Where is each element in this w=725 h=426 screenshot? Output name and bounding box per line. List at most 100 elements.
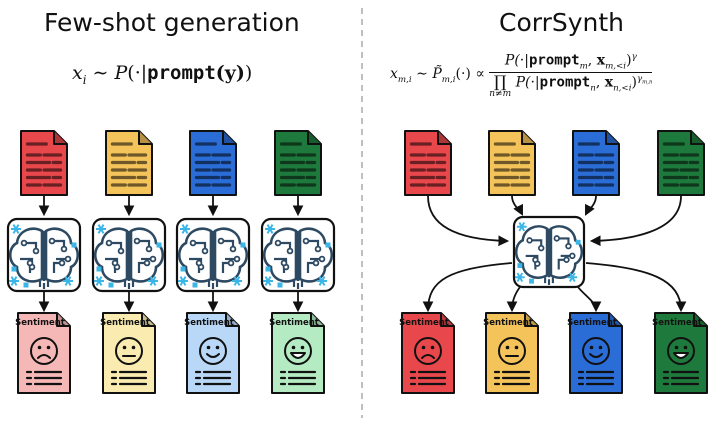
right-input-document-2 xyxy=(488,130,536,196)
brain-node xyxy=(145,245,153,253)
left-panel-title: Few-shot generation xyxy=(44,8,300,37)
brain-left-lobe xyxy=(93,227,129,283)
sentiment-label: Sentiment xyxy=(567,318,617,328)
face-eye xyxy=(674,345,679,350)
brain-icon xyxy=(8,224,80,289)
sparkle-icon xyxy=(567,272,578,282)
document-fold xyxy=(440,313,454,327)
sparkle-ray xyxy=(318,276,326,286)
sparkle-icon xyxy=(232,276,242,286)
face-eye xyxy=(206,345,211,350)
sparkle-ray xyxy=(516,272,524,282)
right-input-arrow xyxy=(585,195,597,216)
left-llm-brain-box-1 xyxy=(6,217,82,293)
face-eye xyxy=(589,345,594,350)
right-input-arrow xyxy=(427,195,510,247)
sparkle-icon xyxy=(11,224,21,234)
brain-node xyxy=(227,259,235,267)
face-eye xyxy=(430,345,435,350)
sparkle-dot xyxy=(325,242,331,248)
sparkle-ray xyxy=(181,224,189,234)
brain-node xyxy=(565,242,572,250)
right-input-document-1 xyxy=(404,130,452,196)
brain-node xyxy=(569,252,576,260)
document-fold xyxy=(608,313,622,327)
sparkle-ray xyxy=(97,224,105,234)
document-fold xyxy=(56,313,70,327)
sparkle-icon xyxy=(317,276,327,286)
sentiment-label: Sentiment xyxy=(100,318,150,328)
face-eye xyxy=(505,345,510,350)
sparkle-ray xyxy=(64,276,72,286)
right-output-sentiment-document-4: Sentiment xyxy=(652,312,708,394)
document-fold xyxy=(53,131,67,145)
left-output-sentiment-document-4: Sentiment xyxy=(269,312,325,394)
sparkle-ray xyxy=(10,276,18,286)
left-llm-brain-box-2 xyxy=(91,217,167,293)
happy-face-icon xyxy=(582,337,610,365)
sentiment-label: Sentiment xyxy=(269,318,319,328)
right-output-arrow xyxy=(585,262,687,313)
right-input-document-3 xyxy=(572,130,620,196)
brain-node xyxy=(217,237,225,245)
brain-left-lobe xyxy=(514,225,549,279)
brain-right-lobe xyxy=(549,225,584,279)
sparkle-ray xyxy=(266,224,274,234)
left-llm-brain-box-4 xyxy=(260,217,336,293)
brain-node xyxy=(314,245,322,253)
grin-face-icon xyxy=(284,337,312,365)
sparkle-ray xyxy=(569,272,576,282)
brain-node xyxy=(149,255,157,263)
sparkle-icon xyxy=(148,276,158,286)
brain-node xyxy=(229,245,237,253)
face-mouth xyxy=(421,354,435,359)
sparkle-icon xyxy=(514,272,525,282)
document-fold xyxy=(138,131,152,145)
sparkle-icon xyxy=(180,224,190,234)
sparkle-dot xyxy=(192,282,198,288)
brain-node xyxy=(48,237,56,245)
brain-right-lobe xyxy=(44,227,80,283)
right-llm-brain-box-1 xyxy=(512,215,586,289)
left-formula: xi ∼ P(·|prompt(y)) xyxy=(72,62,253,87)
brain-node xyxy=(302,237,310,245)
brain-node xyxy=(64,255,72,263)
formula-fraction: P(·|promptm, xm,<i)γ ∏n≠m P(·|promptn, x… xyxy=(489,52,653,100)
brain-node xyxy=(532,256,539,263)
face-eye xyxy=(215,345,220,350)
brain-left-lobe xyxy=(262,227,298,283)
right-formula: xm,i ∼ P̃m,i(·) ∝ P(·|promptm, xm,<i)γ ∏… xyxy=(390,52,653,100)
face-eye xyxy=(683,345,688,350)
brain-node xyxy=(32,247,40,255)
right-output-sentiment-document-1: Sentiment xyxy=(399,312,455,394)
document-fold xyxy=(141,313,155,327)
face-eye xyxy=(46,345,51,350)
sentiment-label: Sentiment xyxy=(652,318,702,328)
brain-right-lobe xyxy=(213,227,249,283)
brain-node xyxy=(117,247,125,255)
brain-node xyxy=(312,259,320,267)
face-eye xyxy=(598,345,603,350)
sparkle-icon xyxy=(9,276,19,286)
brain-node xyxy=(553,235,560,242)
face-mouth xyxy=(673,352,689,359)
neutral-face-icon xyxy=(115,337,143,365)
left-input-document-2 xyxy=(105,130,153,196)
left-output-sentiment-document-3: Sentiment xyxy=(184,312,240,394)
brain-icon xyxy=(262,224,334,289)
sparkle-icon xyxy=(516,222,527,232)
brain-icon xyxy=(93,224,165,289)
document-fold xyxy=(605,131,619,145)
left-input-document-1 xyxy=(20,130,68,196)
face-eye xyxy=(514,345,519,350)
sparkle-dot xyxy=(529,278,534,284)
brain-stem xyxy=(292,281,304,289)
brain-node xyxy=(280,259,288,267)
sparkle-dot xyxy=(156,242,162,248)
left-llm-brain-box-3 xyxy=(175,217,251,293)
document-fold xyxy=(524,313,538,327)
brain-node xyxy=(286,247,294,255)
right-output-sentiment-document-3: Sentiment xyxy=(567,312,623,394)
sparkle-dot xyxy=(575,239,581,245)
